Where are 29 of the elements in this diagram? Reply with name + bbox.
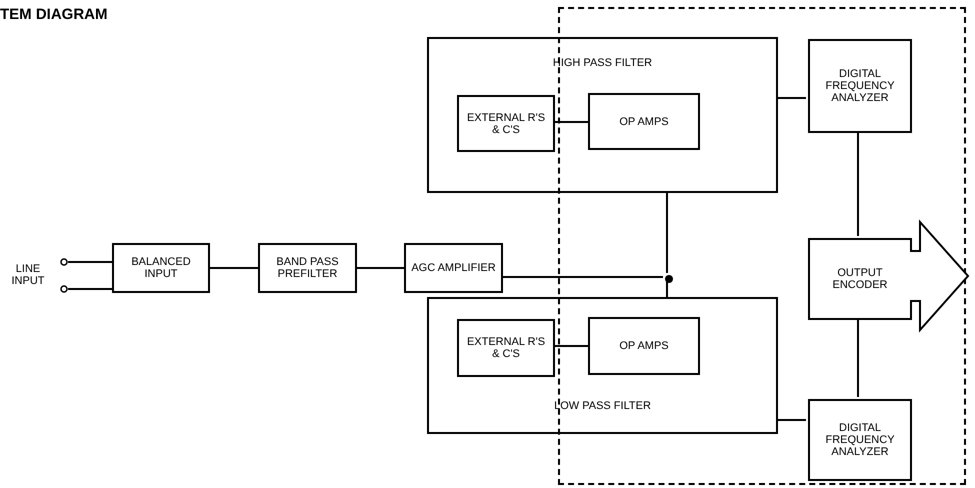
process-box: AGC AMPLIFIER	[404, 243, 503, 293]
connector-line	[666, 281, 668, 297]
process-box: DIGITAL FREQUENCY ANALYZER	[808, 399, 912, 481]
input-label: LINE INPUT	[10, 263, 46, 287]
process-box: OUTPUT ENCODER	[808, 238, 912, 320]
process-box: BALANCED INPUT	[112, 243, 210, 293]
process-box: EXTERNAL R'S & C'S	[457, 95, 555, 152]
filter-group-box	[427, 297, 778, 434]
connector-line	[210, 267, 258, 269]
connector-line	[68, 261, 112, 263]
connector-line	[553, 345, 588, 347]
connector-line	[857, 318, 859, 397]
group-label: LOW PASS FILTER	[553, 398, 652, 414]
connector-line	[857, 131, 859, 236]
process-box: DIGITAL FREQUENCY ANALYZER	[808, 39, 912, 133]
connector-line	[357, 267, 404, 269]
connector-line	[666, 193, 668, 273]
filter-group-box	[427, 37, 778, 193]
connector-line	[503, 276, 663, 278]
connector-line	[68, 288, 112, 290]
process-box: OP AMPS	[588, 93, 700, 150]
process-box: EXTERNAL R'S & C'S	[457, 319, 555, 377]
connector-line	[778, 97, 806, 99]
process-box: OP AMPS	[588, 317, 700, 375]
connector-line	[553, 121, 588, 123]
output-arrow	[909, 219, 970, 333]
connector-line	[778, 419, 806, 421]
diagram-title: TEM DIAGRAM	[0, 5, 108, 25]
process-box: BAND PASS PREFILTER	[258, 243, 357, 293]
